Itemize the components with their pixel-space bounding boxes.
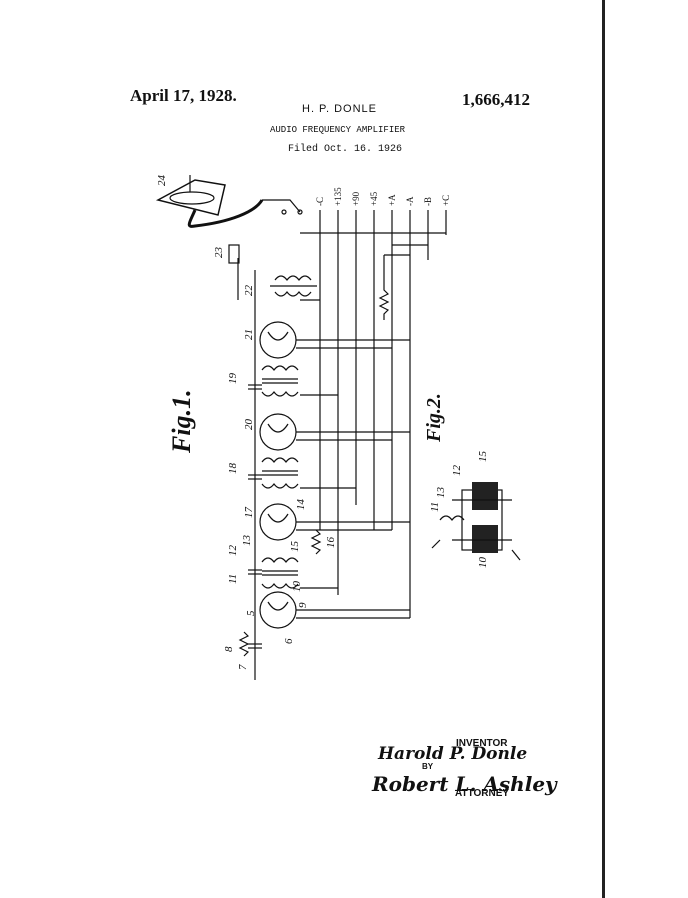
filed-date: Filed Oct. 16. 1926	[288, 144, 403, 155]
ref-numeral: 22	[243, 285, 255, 297]
ref-numeral: 17	[243, 507, 255, 519]
ref-numeral: 11	[227, 574, 239, 584]
ref-numeral: 9	[297, 602, 309, 608]
terminal-label: +A	[387, 194, 397, 206]
resistor-16	[310, 529, 322, 555]
terminal-label: +135	[333, 187, 343, 206]
bus-lines	[300, 210, 447, 618]
resistor-8	[238, 631, 250, 657]
attorney-signature: Robert L. Ashley	[372, 772, 557, 796]
ref-numeral: 6	[283, 638, 295, 644]
terminal-label: +C	[441, 195, 451, 206]
fig2-ref-numeral: 13	[435, 487, 447, 499]
terminal-label: -B	[423, 197, 433, 206]
ref-numeral: 16	[325, 537, 337, 549]
transformers	[261, 275, 317, 589]
fig2-ref-numeral: 15	[477, 451, 489, 463]
ref-numeral: 5	[245, 610, 257, 616]
ref-numeral: 7	[237, 664, 249, 670]
capacitors	[248, 384, 262, 649]
rheostat	[378, 255, 390, 320]
terminal-label: -A	[405, 196, 415, 206]
ref-numeral: 12	[227, 545, 239, 557]
ref-numeral: 14	[295, 499, 307, 511]
ref-numeral: 19	[227, 373, 239, 385]
inventor-name-header: H. P. DONLE	[302, 103, 377, 115]
terminal-label: +45	[369, 191, 379, 206]
inventor-label: INVENTOR	[456, 738, 508, 749]
fig2-label: Fig.2.	[423, 393, 445, 443]
inventor-signature: Harold P. Donle	[378, 744, 528, 764]
fig1-label: Fig.1.	[167, 389, 196, 454]
terminal-label: -C	[315, 197, 325, 206]
attorney-label: ATTORNEY	[455, 788, 510, 799]
ref-numeral: 23	[213, 247, 225, 259]
ref-numeral: 24	[156, 175, 168, 187]
fig2-ref-numeral: 12	[451, 465, 463, 477]
ref-numeral: 20	[243, 419, 255, 431]
terminal-label: +90	[351, 191, 361, 206]
patent-date: April 17, 1928.	[130, 86, 237, 105]
page-edge-line	[602, 0, 605, 898]
by-label: BY	[422, 762, 434, 771]
loudspeaker-24	[155, 175, 303, 228]
patent-title: AUDIO FREQUENCY AMPLIFIER	[270, 125, 406, 135]
fig2-ref-numeral: 11	[429, 502, 441, 512]
patent-number: 1,666,412	[462, 90, 530, 109]
ref-numeral: 21	[243, 329, 255, 340]
ref-numeral: 10	[291, 581, 303, 593]
ref-numeral: 13	[241, 535, 253, 547]
ref-numeral: 15	[289, 541, 301, 553]
ref-numeral: 8	[223, 646, 235, 652]
fig2-ref-numeral: 10	[477, 557, 489, 569]
fig2-drawing	[431, 482, 521, 561]
tube-feeds	[296, 299, 410, 619]
jack-23	[228, 244, 240, 264]
ref-numeral: 18	[227, 463, 239, 475]
